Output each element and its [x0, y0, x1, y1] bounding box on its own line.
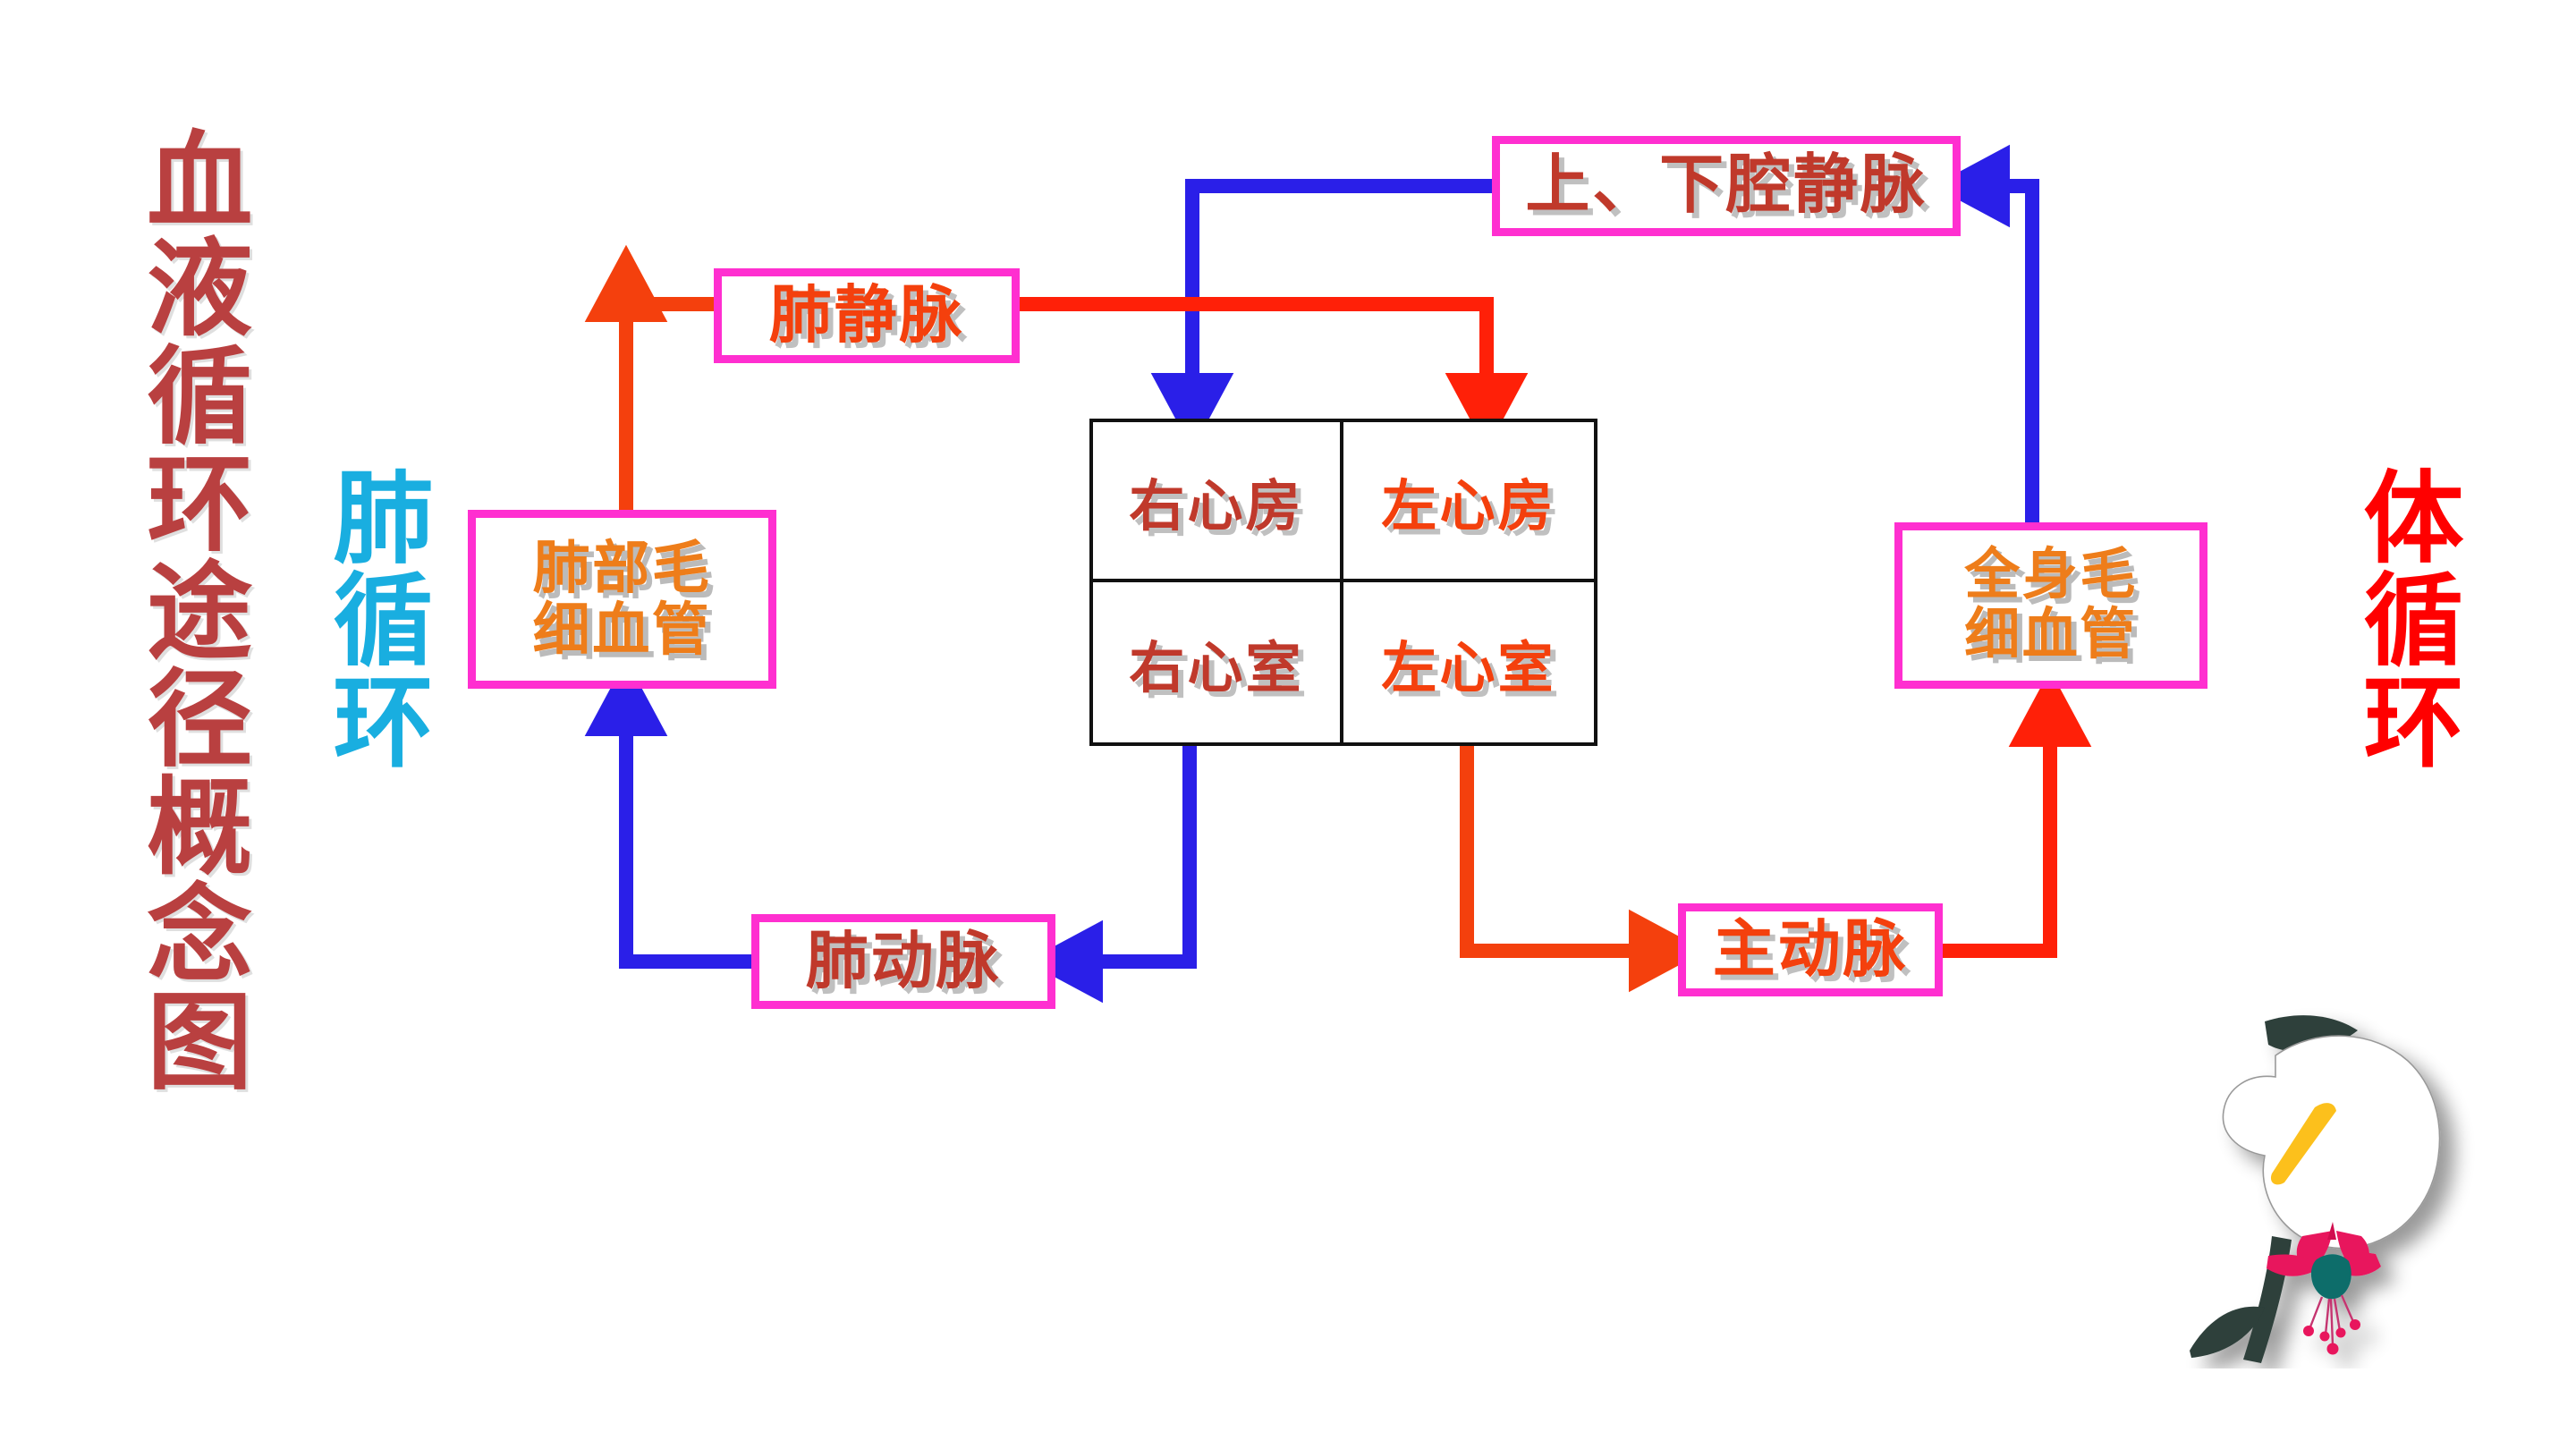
- left-ventricle-label: 左心室: [1381, 637, 1556, 699]
- page-title: 血液循环途径概念图: [130, 125, 249, 1095]
- flower-bloom: [2267, 1222, 2381, 1355]
- pulmonary-circuit-label: 肺循环: [318, 465, 431, 772]
- node-lung-capillaries[interactable]: 肺部毛 细血管: [468, 510, 776, 689]
- connector-aorta-to-body-capillaries: [1943, 669, 2092, 958]
- node-pulmonary-vein[interactable]: 肺静脉: [714, 268, 1020, 363]
- right-ventricle-label: 右心室: [1129, 637, 1304, 699]
- node-vena-cava-label: 上、下腔静脉: [1525, 149, 1928, 222]
- connector-pulmonaryvein-to-left-atrium: [1020, 297, 1529, 451]
- node-vena-cava[interactable]: 上、下腔静脉: [1492, 136, 1961, 236]
- connector-right-ventricle-to-pulmonary-artery: [1025, 746, 1197, 1004]
- flower-calyx: [2310, 1254, 2351, 1300]
- heart-chamber-left-atrium[interactable]: 左心房: [1343, 422, 1594, 582]
- node-lung-capillaries-label-line2: 细血管: [532, 597, 712, 662]
- node-body-capillaries-label-line2: 细血管: [1964, 604, 2138, 665]
- flower-petal: [2222, 1035, 2441, 1250]
- flower-decoration-icon: [2190, 1015, 2441, 1363]
- node-pulmonary-artery-label: 肺动脉: [805, 926, 1002, 996]
- heart-diagram: 右心房 左心房 右心室 左心室: [1089, 419, 1597, 746]
- node-body-capillaries[interactable]: 全身毛 细血管: [1894, 522, 2207, 689]
- node-pulmonary-artery[interactable]: 肺动脉: [751, 914, 1055, 1009]
- heart-chamber-left-ventricle[interactable]: 左心室: [1343, 582, 1594, 742]
- node-aorta[interactable]: 主动脉: [1678, 903, 1943, 996]
- flower-leaf-lower: [2190, 1306, 2265, 1358]
- right-atrium-label: 右心房: [1129, 475, 1304, 538]
- node-aorta-label: 主动脉: [1712, 914, 1909, 985]
- node-lung-capillaries-label-line1: 肺部毛: [532, 535, 712, 600]
- connector-body-capillaries-to-venacava: [1932, 144, 2039, 522]
- node-body-capillaries-label-line1: 全身毛: [1964, 544, 2138, 606]
- connector-lung-capillaries-to-pulmonary-vein: [619, 297, 714, 510]
- connector-venacava-to-right-atrium: [1150, 179, 1492, 451]
- connector-pulmonary-artery-to-lung-capillaries: [584, 658, 751, 969]
- heart-chamber-right-ventricle[interactable]: 右心室: [1093, 582, 1343, 742]
- node-pulmonary-vein-label: 肺静脉: [768, 280, 965, 351]
- heart-chamber-right-atrium[interactable]: 右心房: [1093, 422, 1343, 582]
- left-atrium-label: 左心房: [1381, 475, 1556, 538]
- systemic-circuit-label: 体循环: [2349, 465, 2462, 772]
- flower-spadix: [2270, 1103, 2336, 1185]
- connector-left-ventricle-to-aorta: [1460, 746, 1707, 993]
